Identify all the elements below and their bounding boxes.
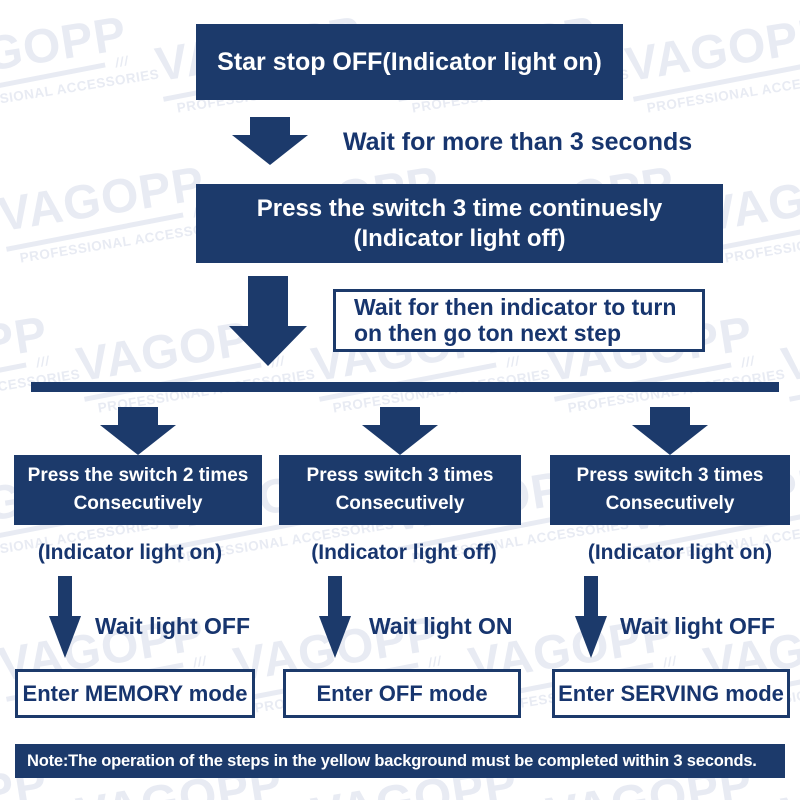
branch1-press-line2: Consecutively [73,493,203,514]
step2-line2: (Indicator light off) [353,224,566,252]
arrow-stem [650,407,690,425]
step2-line1: Press the switch 3 time continuesly [256,194,663,222]
arrow-head [319,616,351,658]
branch1-press-box: Press the switch 2 times Consecutively [14,455,262,525]
branch2-result-label: Enter OFF mode [316,680,488,706]
branch3-press-box: Press switch 3 times Consecutively [550,455,790,525]
down-arrow-icon [362,407,438,455]
branch3-press-line1: Press switch 3 times [576,464,764,486]
arrow-head [49,616,81,658]
down-arrow-icon [229,276,307,366]
arrow-stem [380,407,420,425]
wait-indicator-box: Wait for then indicator to turn on then … [333,289,705,352]
branch3-result-label: Enter SERVING mode [558,680,784,706]
down-arrow-icon [100,407,176,455]
step1-box: Star stop OFF(Indicator light on) [196,24,623,100]
arrow-stem [248,276,288,326]
branch1-press-line1: Press the switch 2 times [27,464,249,486]
arrow-stem [250,117,290,135]
down-arrow-icon [575,576,607,658]
note-text: Note:The operation of the steps in the y… [27,751,757,770]
note-bar: Note:The operation of the steps in the y… [15,744,785,778]
down-arrow-icon [632,407,708,455]
branch1-wait-label: Wait light OFF [95,613,251,639]
branch2-press-box: Press switch 3 times Consecutively [279,455,521,525]
arrow-stem [584,576,598,616]
branch3-result-box: Enter SERVING mode [552,669,790,718]
branch3-indicator-label: (Indicator light on) [587,541,773,564]
wait2-line1: Wait for then indicator to turn [354,293,677,320]
step1-label: Star stop OFF(Indicator light on) [217,47,602,76]
arrow-head [362,425,438,455]
wait1-label: Wait for more than 3 seconds [343,128,693,156]
arrow-head [232,135,308,165]
branch3-wait-label: Wait light OFF [620,613,776,639]
branch1-result-box: Enter MEMORY mode [15,669,255,718]
branch1-indicator-label: (Indicator light on) [37,541,223,564]
arrow-stem [328,576,342,616]
branch2-press-line1: Press switch 3 times [306,464,494,486]
wait2-line2: on then go ton next step [354,319,622,346]
down-arrow-icon [49,576,81,658]
down-arrow-icon [232,117,308,165]
branch2-indicator-label: (Indicator light off) [311,541,497,564]
arrow-head [575,616,607,658]
arrow-stem [58,576,72,616]
arrow-head [632,425,708,455]
branch-divider-bar [31,382,779,392]
branch3-press-line2: Consecutively [605,493,735,514]
arrow-head [229,326,307,366]
branch1-result-label: Enter MEMORY mode [22,680,248,706]
branch2-result-box: Enter OFF mode [283,669,521,718]
branch2-press-line2: Consecutively [335,493,465,514]
arrow-stem [118,407,158,425]
branch2-wait-label: Wait light ON [369,613,513,639]
down-arrow-icon [319,576,351,658]
step2-box: Press the switch 3 time continuesly (Ind… [196,184,723,263]
arrow-head [100,425,176,455]
